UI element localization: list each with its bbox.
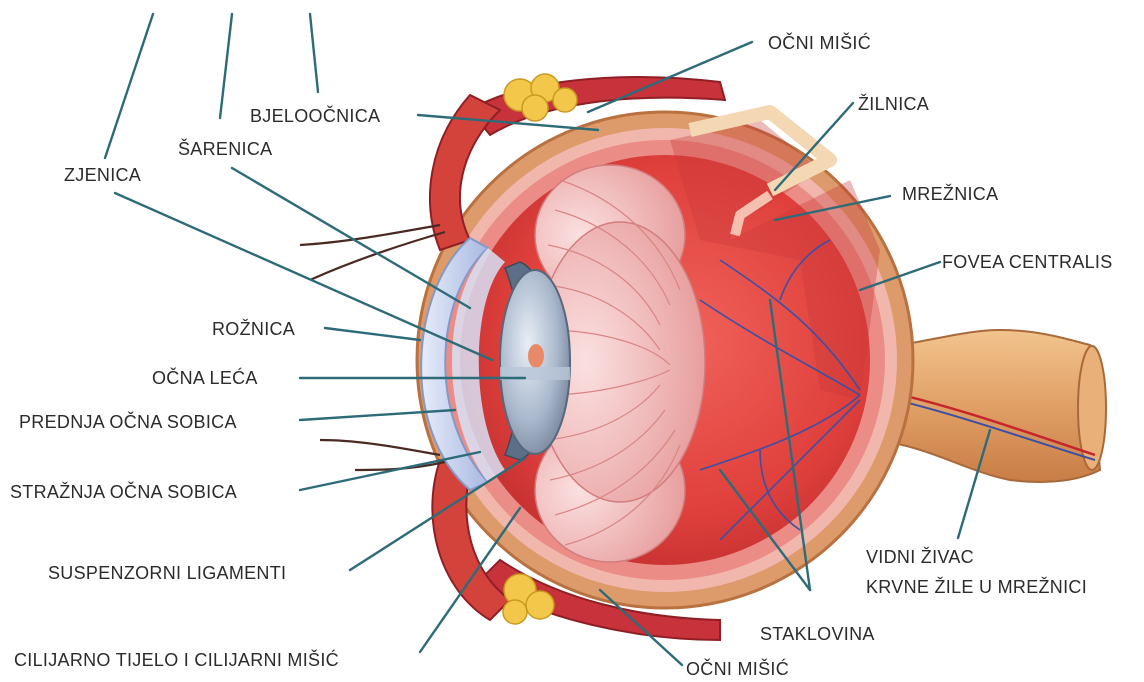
label-vidni-zivac: VIDNI ŽIVAC: [866, 547, 974, 567]
eyelashes-top: [300, 225, 445, 280]
lens-nucleus: [528, 344, 544, 368]
label-ocna-leca: OČNA LEĆA: [152, 368, 258, 388]
label-straznja-ocna-sobica: STRAŽNJA OČNA SOBICA: [10, 482, 237, 502]
leader-roznica: [325, 328, 420, 340]
label-zilnica: ŽILNICA: [858, 94, 929, 114]
leader-sarenica-top: [220, 14, 232, 118]
label-krvne-zile: KRVNE ŽILE U MREŽNICI: [866, 577, 1087, 597]
label-staklovina: STAKLOVINA: [760, 624, 875, 644]
label-suspenzorni-ligamenti: SUSPENZORNI LIGAMENTI: [48, 563, 286, 583]
label-ocni-misic-top: OČNI MIŠIĆ: [768, 33, 871, 53]
fat-tissue-bottom: [503, 574, 554, 624]
label-bjeloocnica: BJELOOČNICA: [250, 106, 380, 126]
eyelashes-bottom: [320, 440, 445, 470]
label-mreznica: MREŽNICA: [902, 184, 998, 204]
leader-zjenica-top: [105, 14, 153, 158]
label-prednja-ocna-sobica: PREDNJA OČNA SOBICA: [19, 412, 237, 432]
label-cilijarno-tijelo: CILIJARNO TIJELO I CILIJARNI MIŠIĆ: [14, 650, 339, 670]
label-sarenica: ŠARENICA: [178, 139, 272, 159]
label-zjenica: ZJENICA: [64, 165, 141, 185]
label-ocni-misic-bottom: OČNI MIŠIĆ: [686, 659, 789, 679]
leader-bjeloocnica-top: [310, 14, 318, 92]
label-roznica: ROŽNICA: [212, 319, 295, 339]
label-fovea-centralis: FOVEA CENTRALIS: [942, 252, 1113, 272]
